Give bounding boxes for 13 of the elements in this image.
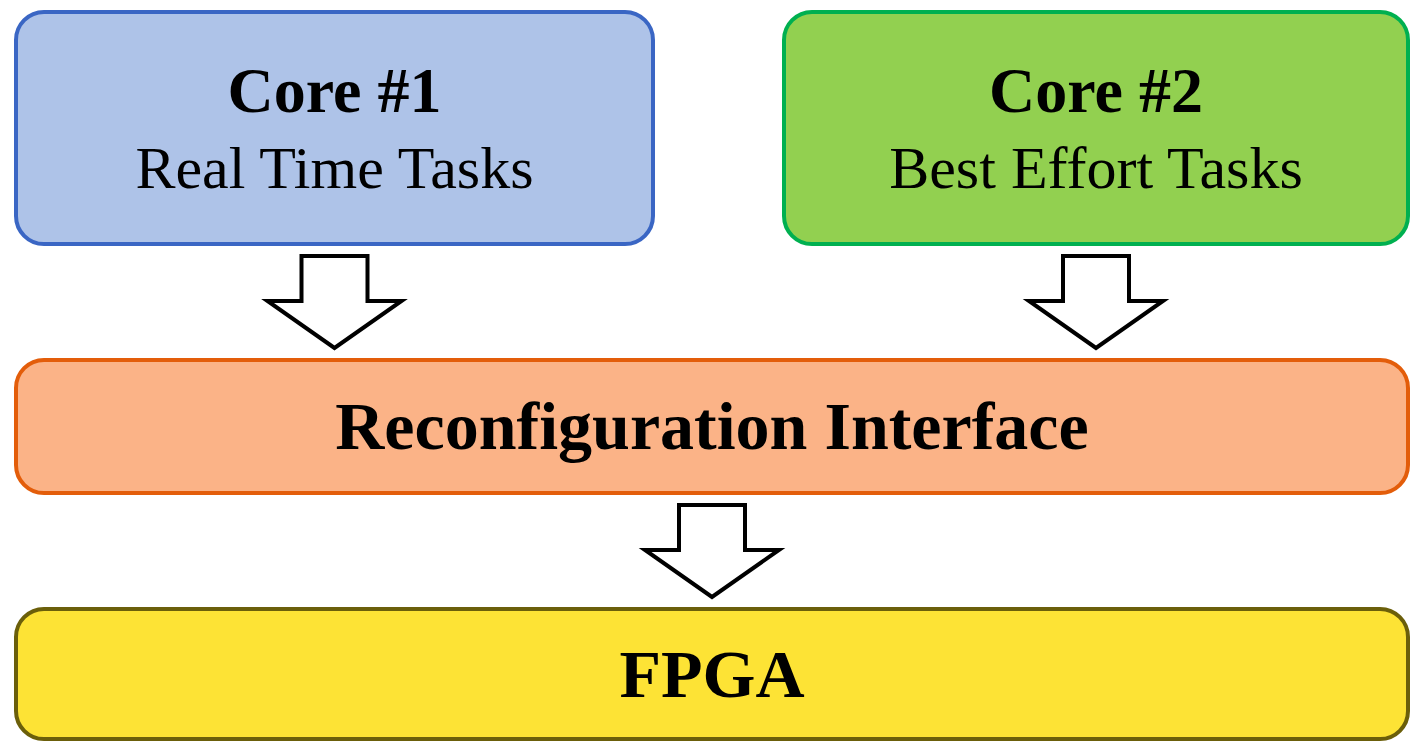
process-box [14,10,655,246]
process-box [14,607,1410,741]
box-heading: FPGA [619,634,805,714]
block-arrow [638,503,786,600]
box-heading: Reconfiguration Interface [335,387,1089,466]
box-heading: Core #1 [227,53,442,128]
block-arrow [261,254,408,351]
process-box [14,358,1410,495]
box-heading: Core #2 [989,53,1203,128]
box-text: Best Effort Tasks [889,133,1303,203]
process-box [782,10,1410,246]
box-text: Real Time Tasks [135,133,534,203]
block-arrow [1022,254,1170,351]
